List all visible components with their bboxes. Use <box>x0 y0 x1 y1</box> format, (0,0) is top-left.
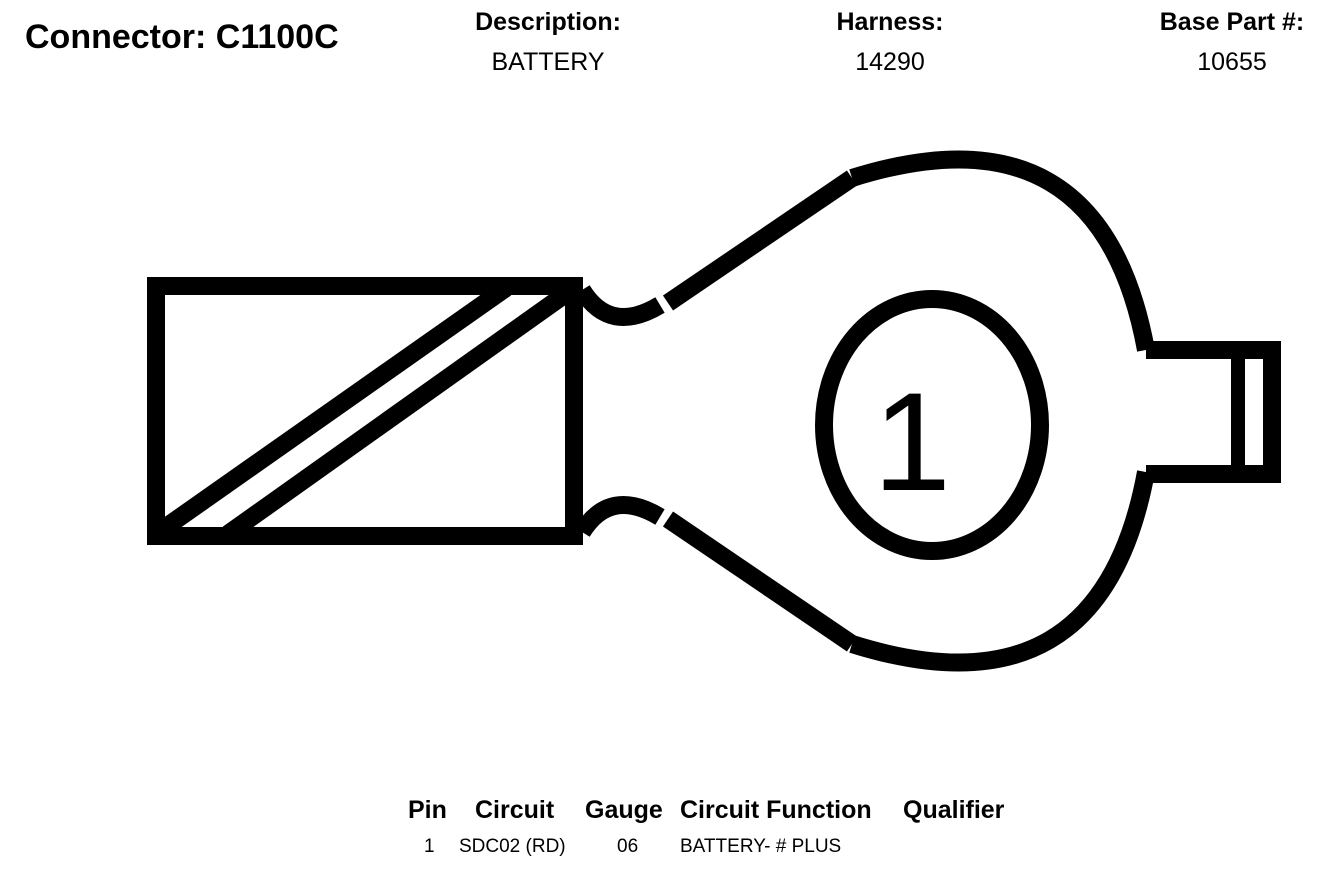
harness-value: 14290 <box>855 48 925 76</box>
terminal-barrel <box>147 277 583 545</box>
terminal-neck-bottom <box>574 496 665 538</box>
base-part-label: Base Part #: <box>1159 8 1305 36</box>
terminal-body-top <box>662 170 858 311</box>
terminal-neck-top <box>574 284 665 326</box>
description-field: Description: BATTERY <box>448 8 648 76</box>
harness-label: Harness: <box>836 8 944 36</box>
terminal-body-bottom <box>662 511 858 652</box>
base-part-value: 10655 <box>1197 48 1267 76</box>
pin-number: 1 <box>873 363 951 520</box>
description-value: BATTERY <box>491 48 605 76</box>
barrel-stripe-left <box>150 280 512 542</box>
harness-field: Harness: 14290 <box>790 8 990 76</box>
terminal-ring <box>849 150 1155 672</box>
pin-circle <box>815 290 1049 560</box>
barrel-stripe-right <box>222 280 580 542</box>
description-label: Description: <box>475 8 621 36</box>
base-part-field: Base Part #: 10655 <box>1132 8 1332 76</box>
terminal-tab <box>1146 341 1281 483</box>
connector-title: Connector: C1100C <box>25 18 339 56</box>
